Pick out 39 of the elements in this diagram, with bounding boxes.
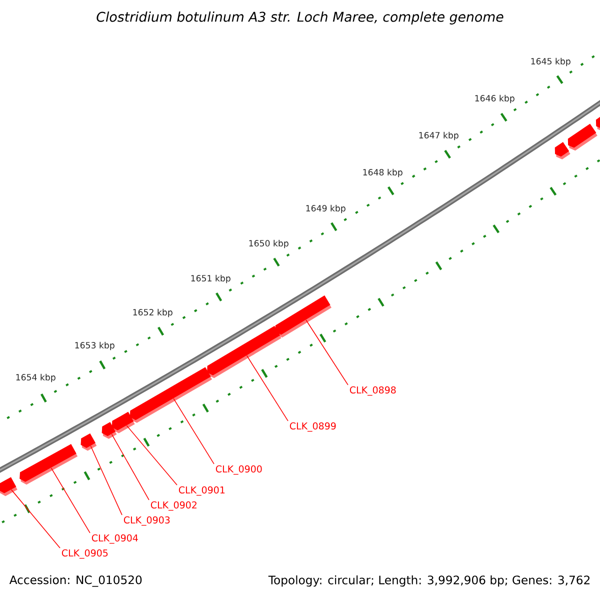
gene-feature	[80, 433, 97, 451]
gene-label: CLK_0903	[124, 516, 170, 526]
leader-line	[10, 489, 60, 548]
gene-feature	[568, 124, 598, 151]
scale-label: 1654 kbp	[16, 374, 56, 382]
gene-label: CLK_0902	[150, 501, 196, 511]
gene-feature	[554, 142, 570, 160]
gene-feature	[20, 444, 78, 485]
gene-feature	[596, 114, 600, 132]
gene-label: CLK_0899	[290, 422, 336, 432]
scale-label: 1646 kbp	[475, 94, 514, 104]
gene-feature	[207, 326, 282, 378]
gene-feature	[130, 367, 212, 423]
scale-label: 1645 kbp	[531, 58, 570, 66]
gene-label: CLK_0898	[350, 386, 396, 396]
gene-label: CLK_0901	[178, 486, 225, 496]
footer-note: Accession: NC_010520	[9, 575, 142, 587]
leader-line	[246, 355, 288, 422]
scale-label: 1652 kbp	[133, 308, 172, 318]
gene-label: CLK_0905	[62, 549, 108, 559]
footer-note: Topology: circular; Length: 3,992,906 bp; Genes: 3,762	[268, 575, 590, 587]
scale-label: 1650 kbp	[249, 240, 288, 248]
scale-label: 1653 kbp	[75, 342, 114, 350]
scale-label: 1651 kbp	[191, 274, 230, 284]
gene-label: CLK_0904	[92, 534, 138, 544]
leader-line	[50, 468, 90, 534]
scale-label: 1649 kbp	[306, 204, 346, 214]
leader-line	[111, 434, 150, 500]
gene-label: CLK_0900	[216, 465, 262, 475]
title: Clostridium botulinum A3 str. Loch Maree, complete genome	[96, 12, 504, 24]
scale-label: 1647 kbp	[419, 132, 458, 140]
leader-line	[173, 398, 214, 464]
gene-feature	[0, 477, 18, 496]
scale-label: 1648 kbp	[363, 168, 402, 178]
leader-line	[306, 320, 348, 386]
gene-feature	[112, 412, 135, 434]
gene-feature	[102, 422, 117, 439]
gene-feature	[275, 295, 332, 338]
leader-line	[126, 425, 178, 486]
